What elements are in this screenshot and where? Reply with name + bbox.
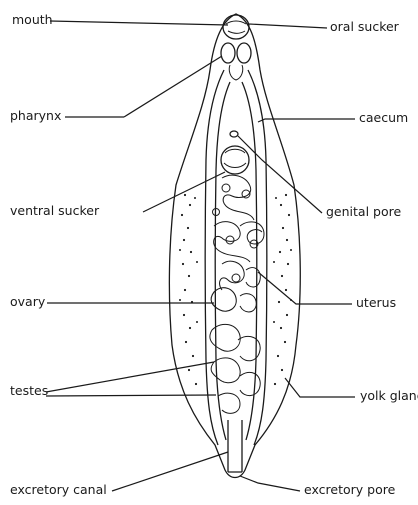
testes (209, 323, 261, 414)
genital-pore (229, 130, 239, 138)
oral-sucker (222, 14, 250, 40)
leader-testes-2 (45, 394, 217, 397)
body-outline (168, 13, 301, 479)
label-genital-pore: genital pore (326, 204, 402, 219)
ventral-sucker (220, 145, 250, 175)
leader-yolk-gland (284, 377, 355, 398)
leader-excretory-canal (111, 451, 229, 492)
leader-testes-1 (45, 361, 215, 393)
leader-oral-sucker (248, 23, 328, 29)
leader-lines (45, 20, 355, 492)
label-uterus: uterus (356, 295, 397, 310)
leader-mouth (49, 20, 229, 26)
label-ventral-sucker: ventral sucker (10, 203, 100, 218)
caecum-right (247, 69, 268, 446)
label-testes: testes (10, 383, 49, 398)
label-yolk-gland: yolk gland (360, 388, 418, 403)
leader-caecum (257, 118, 355, 123)
label-caecum: caecum (359, 110, 409, 125)
excretory-canal (227, 420, 243, 473)
leader-pharynx-bend (123, 55, 223, 118)
pharynx (220, 42, 236, 64)
label-pharynx: pharynx (10, 108, 62, 123)
label-mouth: mouth (12, 12, 53, 27)
uterus (212, 174, 265, 291)
yolk-gland (179, 193, 292, 386)
leader-uterus (257, 271, 352, 305)
label-ovary: ovary (10, 294, 46, 309)
caecum-left (204, 69, 225, 446)
leader-genital-pore (237, 135, 323, 214)
label-excretory-canal: excretory canal (10, 482, 107, 497)
leader-ventral-sucker (142, 171, 226, 213)
label-excretory-pore: excretory pore (304, 482, 396, 497)
leader-excretory-pore (239, 475, 301, 492)
label-oral-sucker: oral sucker (330, 19, 399, 34)
